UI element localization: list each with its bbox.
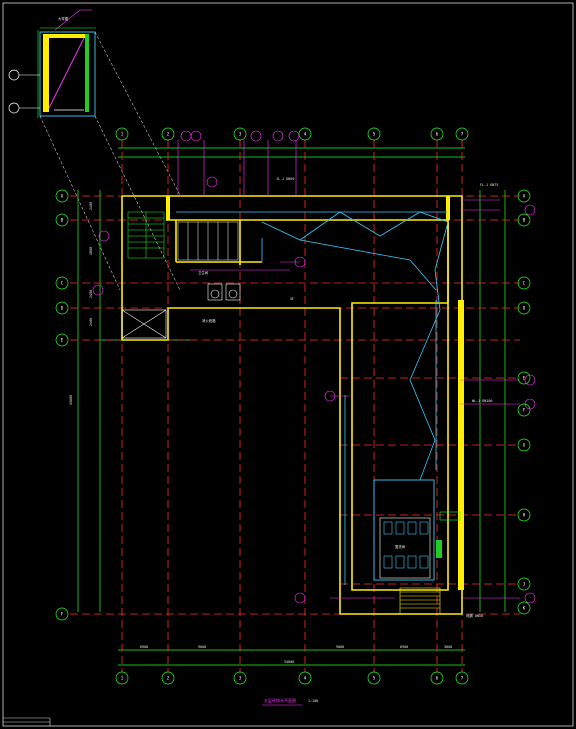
walls: [121, 195, 463, 615]
axis-label: 4: [304, 676, 307, 681]
axis-label: G: [523, 443, 526, 448]
axis-label: 6: [436, 132, 439, 137]
room-label: 盥洗间: [395, 544, 406, 549]
detail-leader: [54, 9, 81, 31]
axis-label: D: [523, 306, 526, 311]
shaft: [121, 309, 167, 339]
detail-label: 大样图: [58, 16, 69, 21]
detail-view: 大样图: [8, 9, 181, 291]
dim-total-text: 34800: [284, 660, 294, 664]
axis-label: 7: [461, 132, 464, 137]
wall-fill: [166, 196, 464, 590]
level-label: 5F: [290, 297, 294, 301]
axis-label: K: [523, 606, 526, 611]
axis-label: E: [61, 338, 64, 343]
axis-label: 5: [373, 676, 376, 681]
dim-text: 6900: [140, 645, 148, 649]
detail-marker: [8, 69, 20, 81]
dim-text: 3000: [444, 645, 452, 649]
drawing-scale: 1:100: [308, 699, 318, 703]
axis-label: B: [61, 218, 64, 223]
axis-bubbles-left: A B C D E F: [55, 189, 69, 621]
dim-total-text: 45600: [69, 395, 73, 405]
axis-label: E: [523, 376, 526, 381]
detail-callout: [94, 115, 181, 291]
axis-label: D: [61, 306, 64, 311]
axis-label: 2: [167, 132, 170, 137]
leader-bubbles: [92, 130, 536, 604]
dim-text: 2400: [89, 318, 93, 326]
axis-label: H: [523, 513, 526, 518]
bottom-room: [373, 479, 461, 581]
room-label: 卫生间: [198, 270, 209, 275]
axis-label: C: [523, 281, 526, 286]
pipe-label: FL-1 DN75: [480, 183, 498, 187]
axis-label: F: [61, 612, 64, 617]
detail-wall: [43, 34, 49, 112]
dim-text: 9000: [336, 645, 344, 649]
axis-bubbles-bottom: 1 2 3 4 5 6 7: [115, 671, 469, 685]
axis-bubbles-top: 1 2 3 4 5 6 7: [115, 127, 469, 141]
note-label: 消火栓箱: [202, 318, 216, 323]
axis-bubbles-right: A B C D E F G H J K: [517, 189, 531, 615]
dim-text: 4800: [89, 247, 93, 255]
detail-callout: [39, 115, 121, 291]
drawing-title: 五层给排水平面图: [264, 697, 296, 703]
corridor-stair: [177, 221, 239, 261]
detail-callout: [94, 31, 181, 196]
detail-wall: [85, 34, 89, 112]
axis-label: 7: [461, 676, 464, 681]
toilets: [207, 283, 241, 301]
stair-bottom: [399, 587, 441, 615]
pipe-label: JL-1 DN50: [276, 177, 294, 181]
dimension-lines: [77, 147, 506, 666]
detail-wall: [43, 34, 89, 38]
axis-label: J: [523, 582, 526, 587]
note-label: 地漏 DN50: [466, 613, 483, 618]
axis-label: F: [523, 408, 526, 413]
dim-text: 2400: [89, 202, 93, 210]
axis-label: B: [523, 218, 526, 223]
axis-label: A: [523, 194, 526, 199]
axis-label: 2: [167, 676, 170, 681]
axis-label: 5: [373, 132, 376, 137]
dim-text: 9000: [198, 645, 206, 649]
axis-label: 4: [304, 132, 307, 137]
dim-text: 6900: [400, 645, 408, 649]
leader-lines: [177, 140, 520, 599]
axis-label: A: [61, 194, 64, 199]
axis-label: 1: [121, 676, 124, 681]
stair-left: [127, 211, 165, 259]
pipe-label: WL-1 DN100: [472, 399, 492, 403]
detail-outline: [39, 31, 96, 117]
water-pipes: [176, 211, 449, 585]
axis-label: 3: [239, 676, 242, 681]
dim-text: 2400: [89, 290, 93, 298]
detail-pipe: [48, 37, 85, 109]
axis-label: 1: [121, 132, 124, 137]
axis-label: 6: [436, 676, 439, 681]
axis-label: C: [61, 281, 64, 286]
axis-label: 3: [239, 132, 242, 137]
detail-marker: [8, 102, 20, 114]
